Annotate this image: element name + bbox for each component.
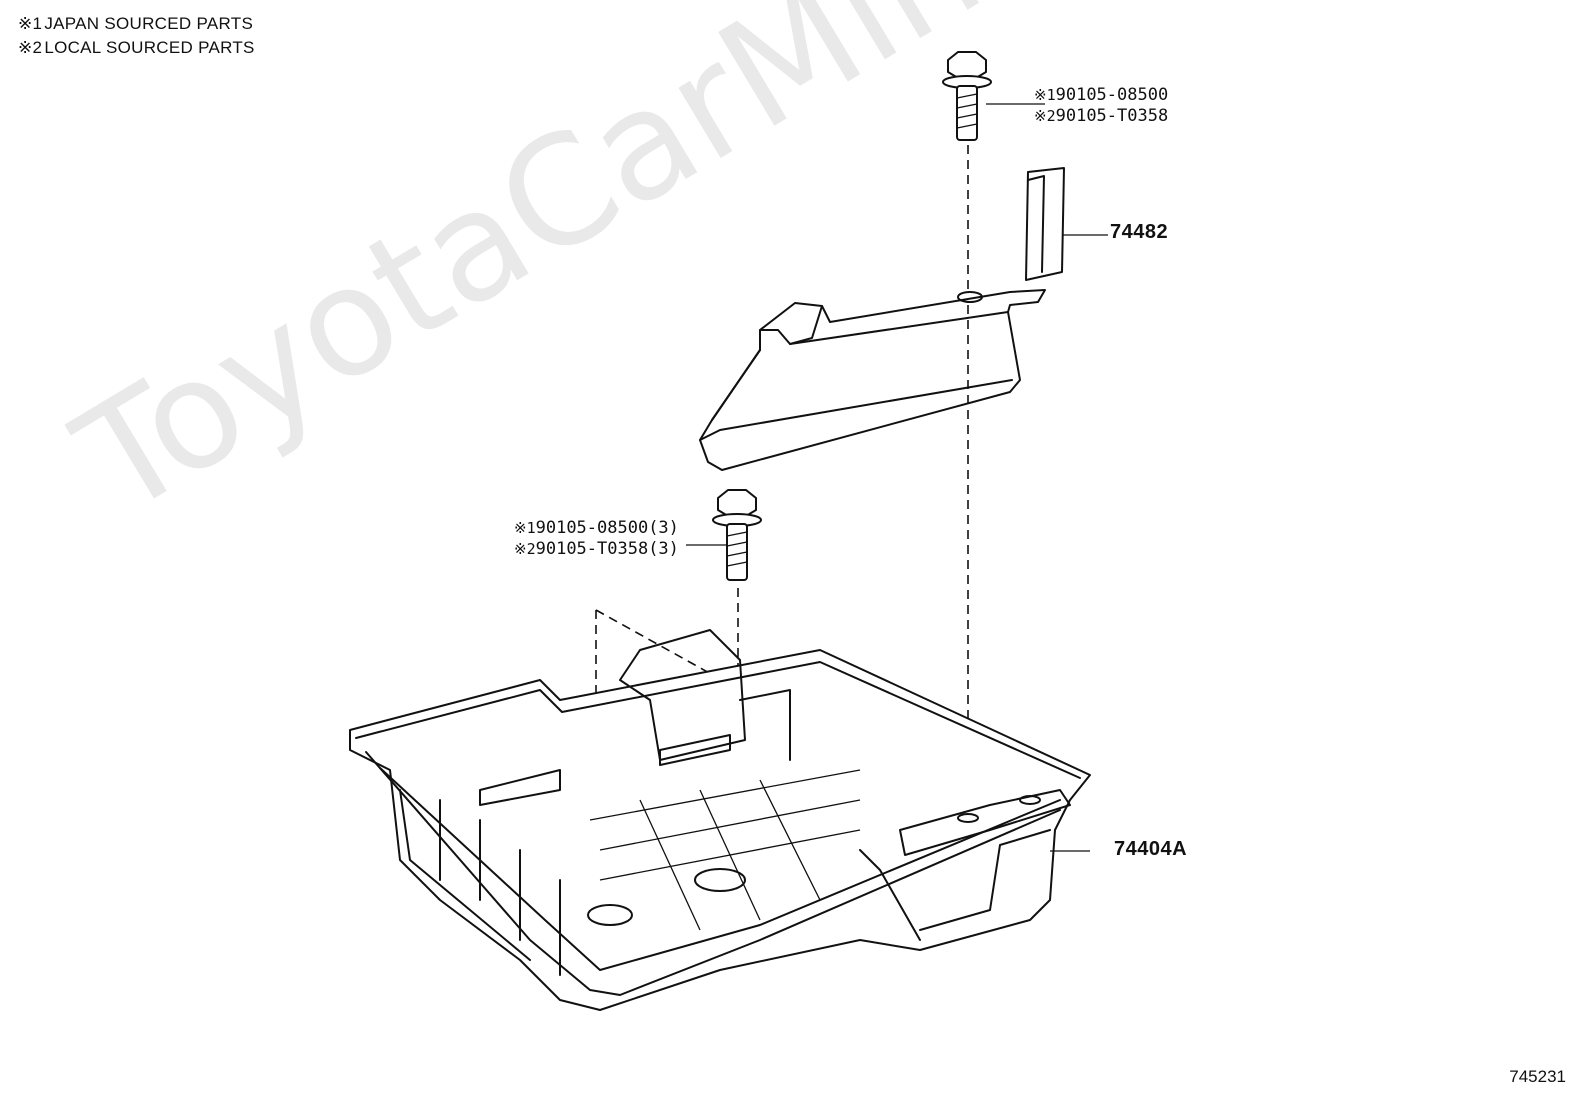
figure-number: 745231 — [1509, 1067, 1566, 1086]
lower-bolt-part-2: 90105-T0358(3) — [535, 539, 679, 559]
lower-bolt-callout-line-1: ※190105-08500(3) — [514, 518, 679, 538]
top-bolt-part-2: 90105-T0358 — [1055, 106, 1169, 126]
lower-bolt-callout-line-2: ※290105-T0358(3) — [514, 539, 679, 559]
top-bolt-part-1: 90105-08500 — [1055, 85, 1169, 105]
lower-bolt-mark-1: ※1 — [514, 519, 536, 537]
top-bolt-mark-1: ※1 — [1034, 86, 1056, 104]
lower-bolt-drawing — [686, 489, 762, 581]
bracket-part-number: 74482 — [1110, 221, 1169, 243]
tray-drawing — [349, 629, 1091, 1011]
tray-part-number: 74404A — [1114, 838, 1188, 860]
legend-text-1: JAPAN SOURCED PARTS — [44, 14, 254, 33]
top-bolt-callout-line-1: ※190105-08500 — [1034, 85, 1168, 105]
legend-mark-2: ※2 — [18, 38, 43, 57]
top-bolt-mark-2: ※2 — [1034, 107, 1056, 125]
top-bolt-callout-line-2: ※290105-T0358 — [1034, 106, 1168, 126]
legend-mark-1: ※1 — [18, 14, 43, 33]
lower-bolt-mark-2: ※2 — [514, 540, 536, 558]
legend-text-2: LOCAL SOURCED PARTS — [44, 38, 255, 57]
bracket-drawing — [699, 167, 1108, 471]
top-bolt-drawing — [942, 51, 1045, 141]
lower-bolt-part-1: 90105-08500(3) — [535, 518, 679, 538]
